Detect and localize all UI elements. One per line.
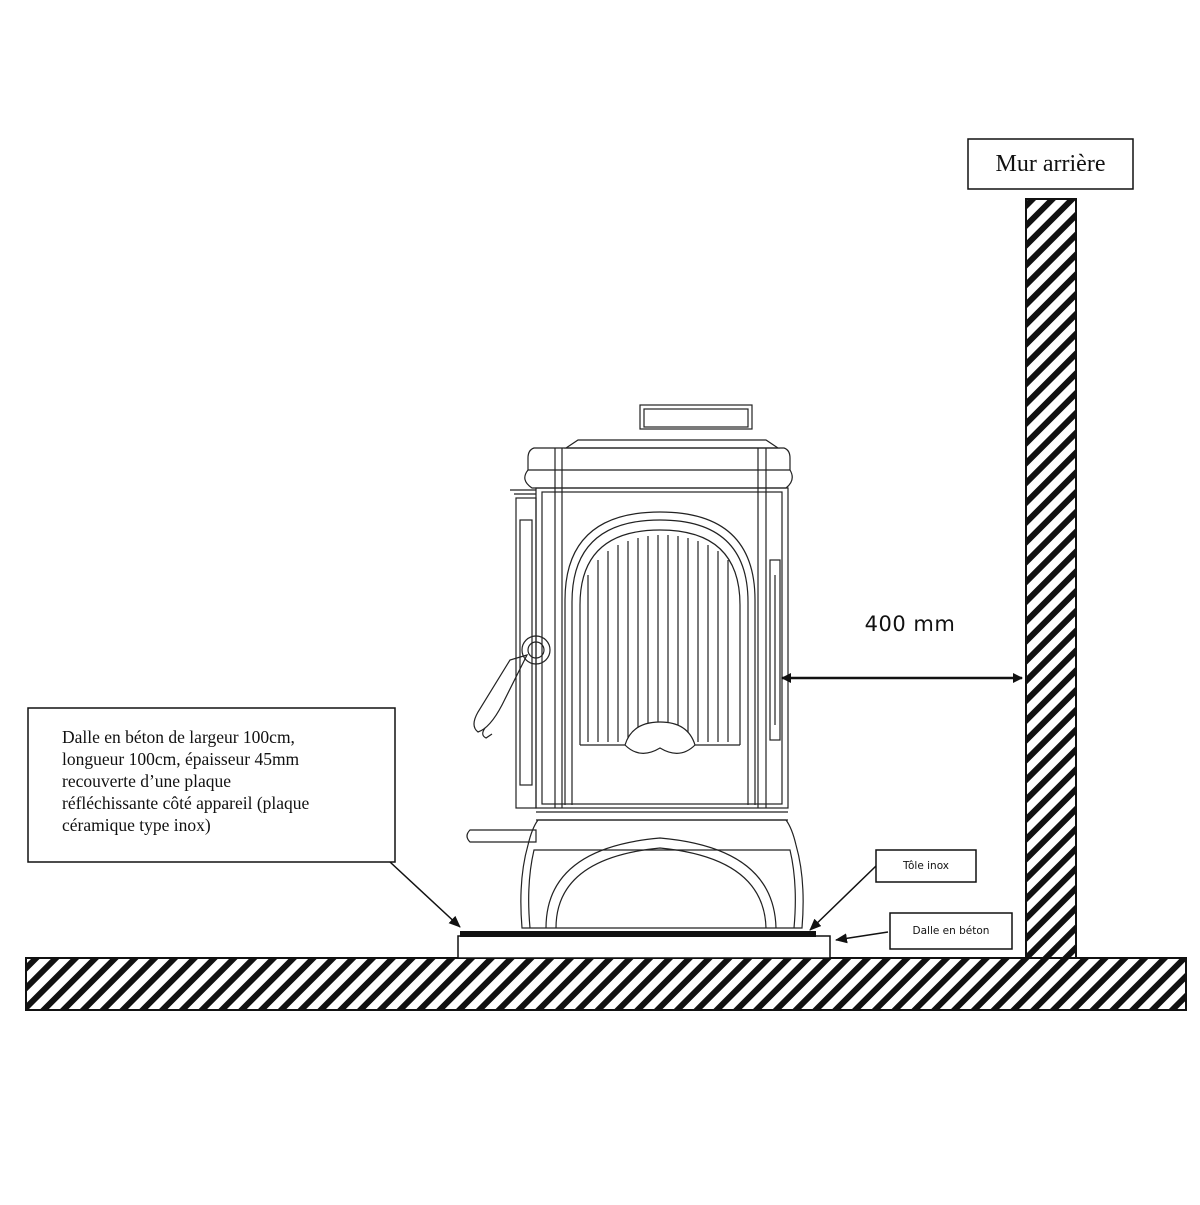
distance-label: 400 mm [864,612,956,636]
steel-sheet-label: Tôle inox [902,860,950,872]
wall-label: Mur arrière [995,151,1106,177]
wall-label-box [967,138,1134,190]
steel-sheet [460,931,816,937]
stove [466,404,804,929]
steel-sheet-label-box [875,849,977,883]
floor-hatched [25,957,1187,1011]
concrete-slab [457,931,831,959]
slab-note-label: Dalle en béton de largeur 100cm, longueu… [62,727,310,835]
slab-note-box [27,707,396,863]
concrete-slab-label-box [889,912,1013,950]
concrete-slab-leader [835,931,889,944]
slab-note-leader [389,861,461,928]
stove-ribs [587,535,729,742]
concrete-slab-label: Dalle en béton [912,925,990,937]
back-wall-hatched [1025,198,1077,959]
steel-sheet-leader [809,865,877,931]
